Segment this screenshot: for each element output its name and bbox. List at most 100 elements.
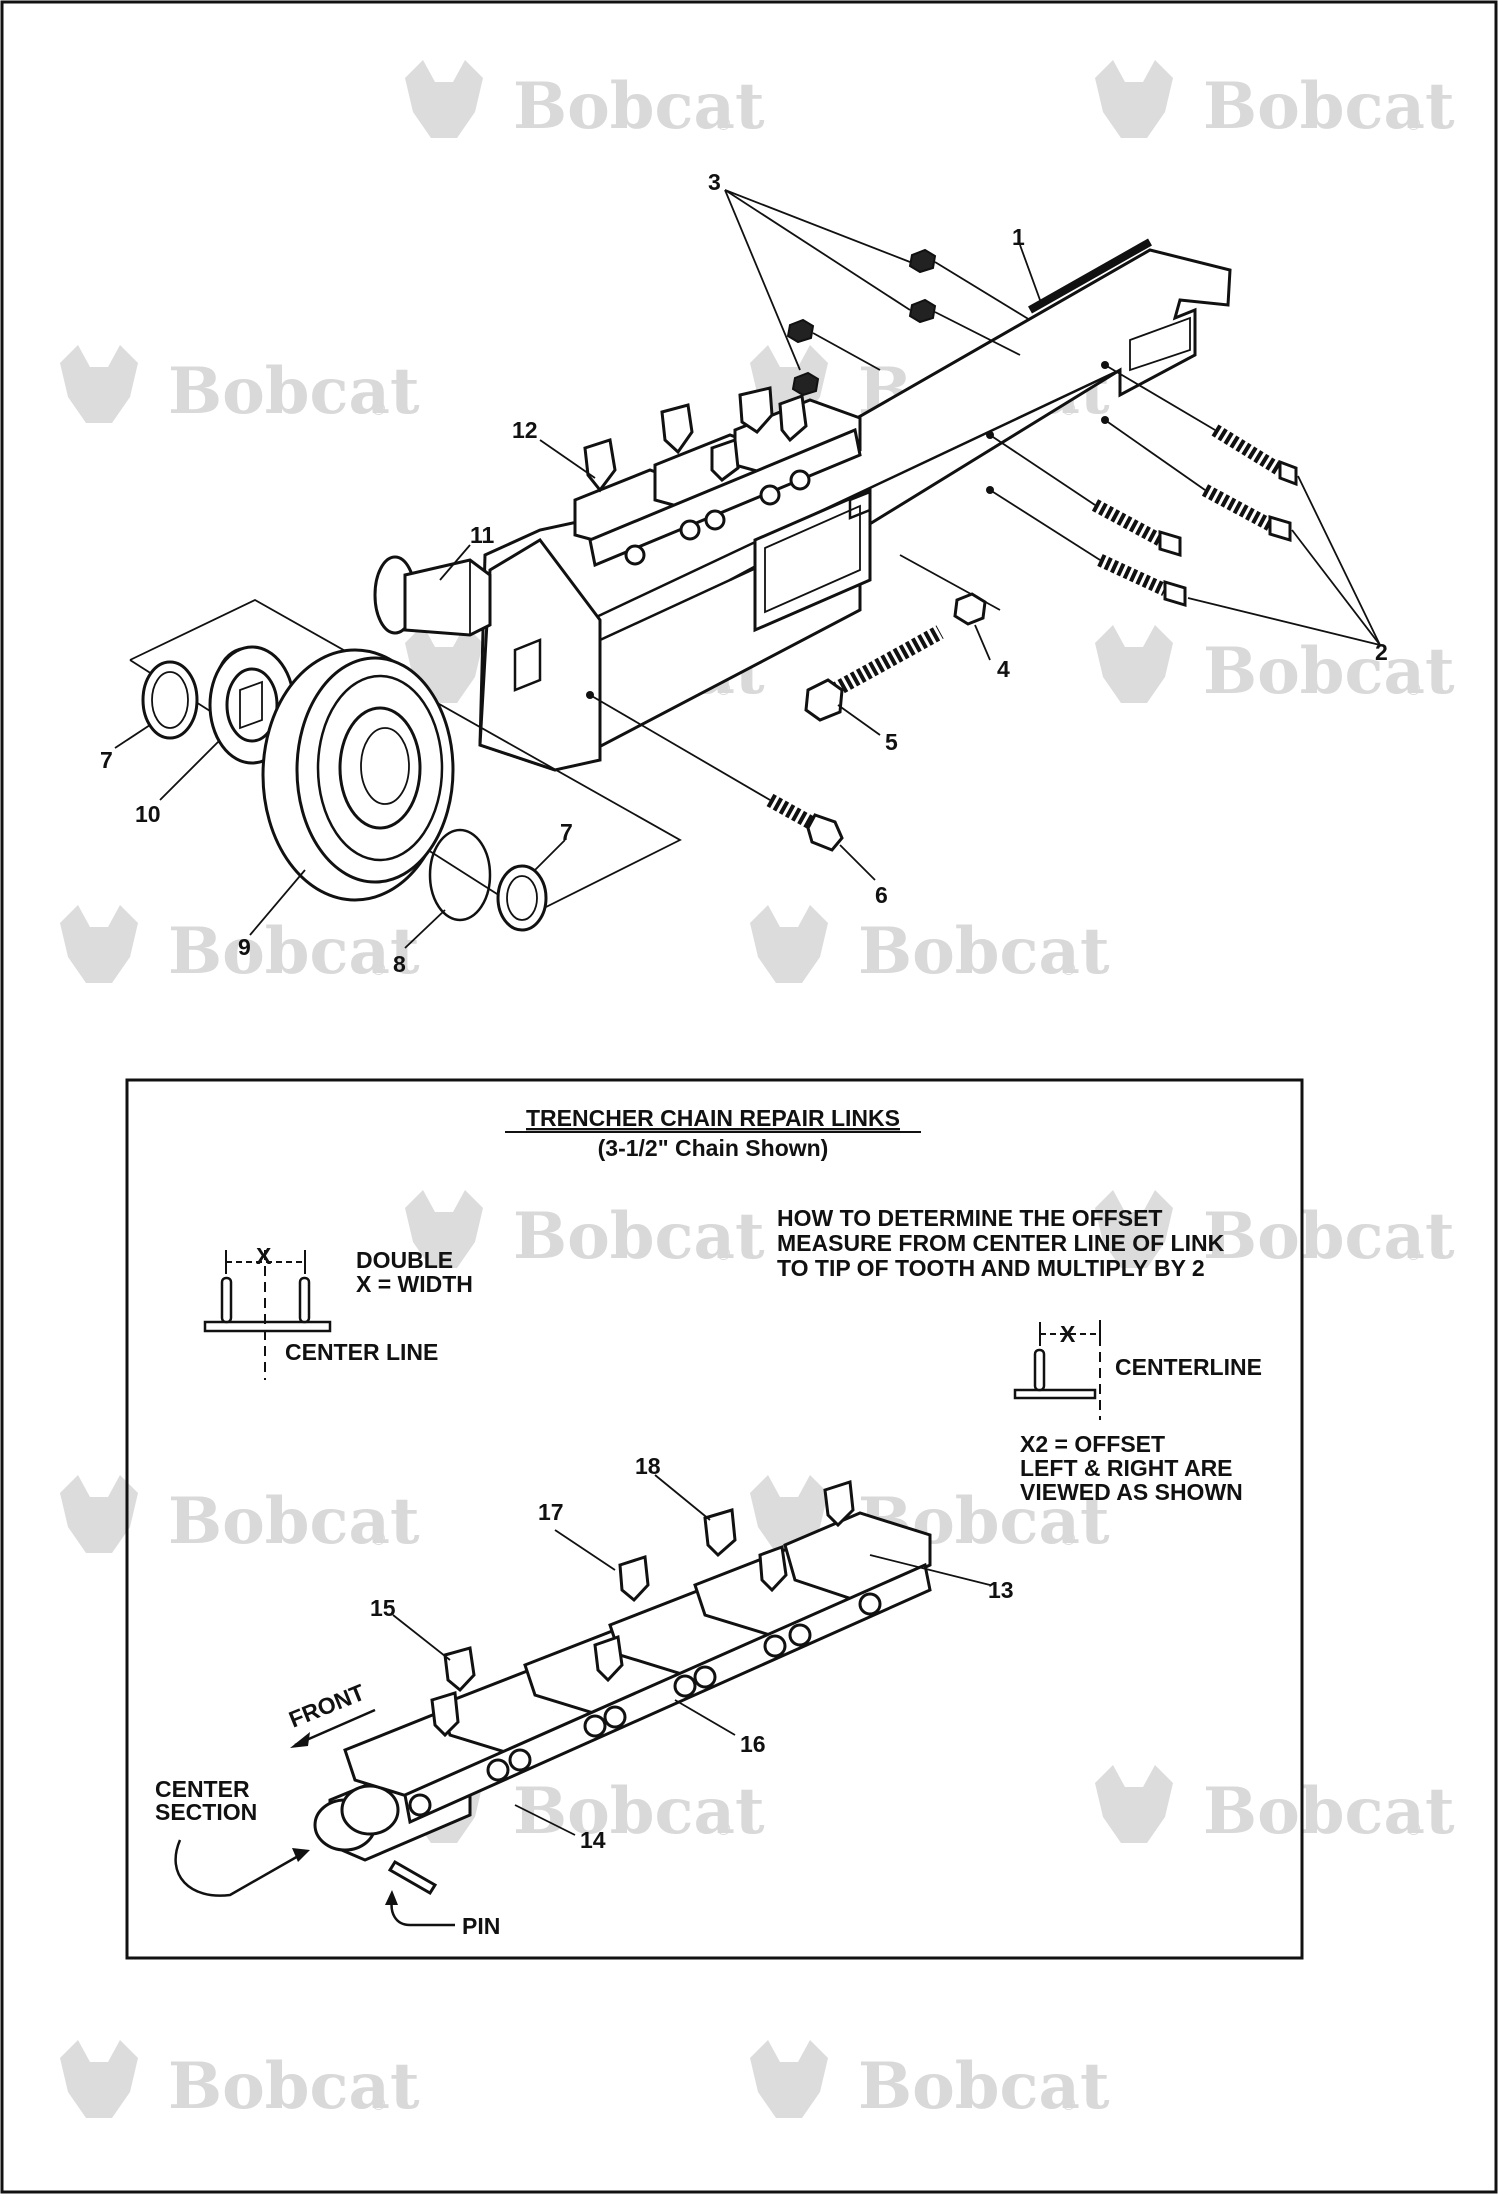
pin-label: PIN — [462, 1913, 500, 1939]
repair-links-title: TRENCHER CHAIN REPAIR LINKS — [526, 1105, 900, 1131]
nut-3 — [786, 318, 815, 344]
chain-roller — [788, 1623, 812, 1647]
x2-note-line: LEFT & RIGHT ARE — [1020, 1455, 1233, 1481]
callout-15: 15 — [370, 1595, 396, 1621]
chain-roller — [408, 1793, 432, 1817]
callout-10: 10 — [135, 801, 161, 827]
watermark-mark: ® — [1407, 1244, 1420, 1264]
callout-5: 5 — [885, 729, 898, 755]
bobcat-watermark: Bobcat ® — [60, 2040, 420, 2124]
repair-links-panel: TRENCHER CHAIN REPAIR LINKS (3-1/2" Chai… — [125, 1078, 1304, 1960]
leader-15 — [392, 1614, 451, 1661]
front-arrow-head — [290, 1732, 310, 1748]
watermark-mark: ® — [717, 1819, 730, 1839]
chain-roller — [789, 469, 811, 491]
chain-roller — [603, 1705, 627, 1729]
callout-3: 3 — [708, 169, 721, 195]
leader-11 — [439, 544, 471, 581]
bolt-axis — [1104, 419, 1206, 491]
tooth-offset — [1033, 1348, 1046, 1392]
callout-13: 13 — [988, 1577, 1014, 1603]
watermark-mark: ® — [372, 959, 385, 979]
tooth-left — [220, 1276, 233, 1324]
watermark-text: Bobcat — [168, 354, 420, 429]
idler-wheel-9-rim — [316, 674, 444, 862]
bobcat-watermark: Bobcat ® — [405, 1190, 765, 1274]
callout-7-left: 7 — [100, 747, 113, 773]
repair-links-subtitle: (3-1/2" Chain Shown) — [598, 1135, 829, 1161]
leader-lines-top — [114, 189, 1381, 949]
leader-17 — [554, 1529, 616, 1571]
bearing-10-bore — [239, 680, 263, 730]
leader-6 — [839, 844, 876, 881]
callout-2: 2 — [1375, 639, 1388, 665]
bolt-6-assembly — [589, 694, 844, 852]
bobcat-watermark: Bobcat ® — [1095, 1190, 1455, 1274]
bolt-2-head — [1268, 514, 1292, 543]
leader-2 — [1291, 529, 1381, 646]
leader-18 — [654, 1474, 711, 1521]
callout-6: 6 — [875, 882, 888, 908]
centerline-label: CENTERLINE — [1115, 1354, 1262, 1380]
bobcat-watermark: Bobcat ® — [1095, 60, 1455, 144]
leader-5 — [837, 704, 881, 736]
chain-tooth — [710, 437, 740, 482]
chain-roller — [858, 1592, 882, 1616]
idler-wheel-9-bore — [360, 727, 410, 805]
callout-12: 12 — [512, 417, 538, 443]
bolt-2-head — [1278, 459, 1298, 487]
watermark-mark: ® — [1062, 959, 1075, 979]
width-label: X = WIDTH — [356, 1271, 473, 1297]
watermark-mark: ® — [1407, 114, 1420, 134]
leader-12 — [539, 439, 596, 479]
watermark-mark: ® — [372, 399, 385, 419]
watermark-text: Bobcat — [1203, 1199, 1455, 1274]
boom-window-inner — [764, 504, 861, 614]
repair-pin — [387, 1859, 438, 1896]
callout-16: 16 — [740, 1731, 766, 1757]
center-section-arrow-head — [292, 1848, 310, 1862]
watermark-text: Bobcat — [858, 2049, 1110, 2124]
leader-16 — [674, 1699, 736, 1736]
chain-roller — [624, 544, 646, 566]
bobcat-watermark: Bobcat ® — [1095, 625, 1455, 709]
callout-7-right: 7 — [560, 819, 573, 845]
link-base-plate — [1013, 1388, 1097, 1400]
nut-axis — [934, 311, 1021, 356]
chain-roller — [763, 1634, 787, 1658]
callout-1: 1 — [1012, 224, 1025, 250]
callout-17: 17 — [538, 1499, 564, 1525]
snap-ring-7-right — [496, 864, 548, 932]
pin-arrow — [390, 1899, 455, 1927]
bobcat-watermark: Bobcat ® — [405, 60, 765, 144]
idler-wheel-assembly — [129, 598, 682, 932]
repair-chain — [174, 1474, 991, 1927]
boom-drive-slot — [1129, 316, 1191, 372]
watermark-mark: ® — [1062, 1529, 1075, 1549]
leader-2 — [1187, 597, 1381, 646]
front-label: FRONT — [285, 1679, 368, 1733]
snap-ring-7-right-inner — [506, 875, 538, 921]
chain-roller — [673, 1674, 697, 1698]
boom-window-small — [848, 490, 872, 520]
chain-tooth — [778, 393, 808, 443]
boom-chain-links — [573, 386, 862, 568]
callout-4: 4 — [997, 656, 1010, 682]
offset-diagram: X CENTERLINE X2 = OFFSET LEFT & RIGHT AR… — [1013, 1320, 1262, 1505]
callout-8: 8 — [393, 951, 406, 977]
chain-roller — [508, 1748, 532, 1772]
watermark-mark: ® — [1407, 679, 1420, 699]
watermark-mark: ® — [1062, 2094, 1075, 2114]
o-ring-8 — [428, 828, 492, 922]
center-line-label: CENTER LINE — [285, 1339, 438, 1365]
center-section-roller — [340, 1784, 400, 1836]
chain-tooth — [660, 403, 694, 455]
double-width-diagram: X DOUBLE X = WIDTH CENTER LINE — [203, 1243, 473, 1380]
watermark-mark: ® — [717, 114, 730, 134]
idler-shaft — [373, 555, 492, 637]
leader-2 — [1297, 475, 1381, 646]
repair-links-border — [125, 1078, 1304, 1960]
watermark-text: Bobcat — [168, 914, 420, 989]
